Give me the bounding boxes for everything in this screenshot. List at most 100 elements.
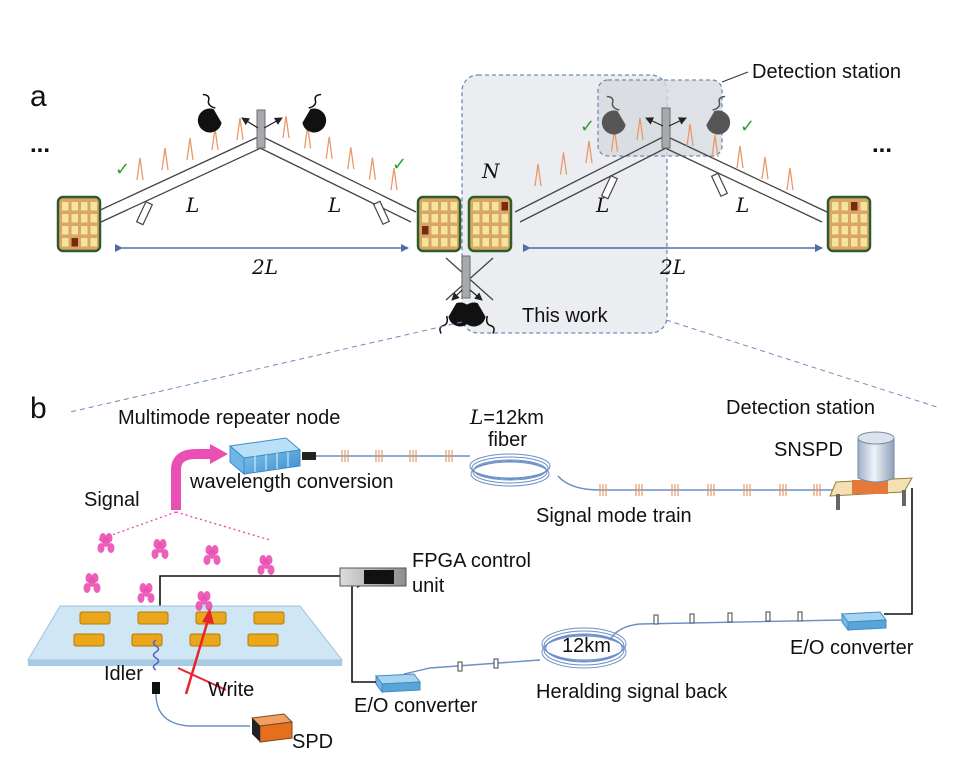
- L-label-3: L: [595, 193, 609, 217]
- detector-icons: [197, 93, 731, 334]
- snspd-icon: [829, 431, 913, 510]
- memory-chip: [467, 195, 513, 253]
- memory-pads: [73, 611, 285, 647]
- signal-mode-train-label: Signal mode train: [536, 505, 692, 527]
- mode-pulse: [341, 450, 349, 462]
- write-beam-head: [202, 608, 214, 624]
- memory-pad: [247, 633, 279, 647]
- pulse: [282, 115, 290, 139]
- fiber-spool-top: [469, 453, 551, 487]
- beam-splitters: [256, 107, 671, 299]
- memory-chip: [56, 195, 102, 253]
- pulse: [186, 137, 194, 161]
- write-beam: [184, 619, 210, 695]
- pulse: [325, 136, 333, 159]
- signal-label: Signal: [84, 489, 140, 511]
- pulse: [390, 167, 398, 191]
- fiber-label: fiber: [488, 429, 527, 451]
- ellipsis-right: ...: [872, 131, 892, 158]
- eo-converter-right-label: E/O converter: [790, 637, 914, 659]
- memory-pad: [73, 633, 105, 647]
- detection-station-leader: [721, 71, 749, 83]
- this-work-label: This work: [522, 305, 609, 327]
- N-label: N: [481, 159, 501, 183]
- two-L-label-left: 2L: [251, 255, 278, 279]
- mode-pulse: [375, 450, 383, 462]
- detector-icon: [706, 95, 731, 135]
- mode-pulse: [813, 484, 821, 496]
- multimode-repeater-node-label: Multimode repeater node: [118, 407, 340, 429]
- photon-icon: [195, 591, 213, 611]
- photon-icon: [83, 573, 101, 593]
- mode-pulse: [599, 484, 607, 496]
- memory-chip: [826, 195, 872, 253]
- panel-b-label: b: [30, 392, 47, 425]
- detector-icon: [197, 93, 222, 133]
- detector-icon: [461, 302, 495, 334]
- signal-dotted-left: [97, 511, 177, 541]
- mode-pulse: [635, 484, 643, 496]
- photon-icon: [97, 533, 115, 553]
- pulse: [236, 117, 244, 141]
- eo-converter-right-icon: [841, 611, 887, 632]
- fiber-spool-bottom: [541, 627, 627, 669]
- pulse: [711, 134, 719, 158]
- pulse: [736, 145, 744, 169]
- pulse: [534, 163, 542, 187]
- eo-converter-left-label: E/O converter: [354, 695, 478, 717]
- pulse: [686, 123, 694, 147]
- idler-fiber: [155, 693, 250, 727]
- signal-mode-pulses: [341, 450, 821, 496]
- check-mark-3: ✓: [580, 116, 595, 137]
- pulse: [161, 147, 169, 171]
- mode-pulse: [671, 484, 679, 496]
- idler-coupler: [152, 682, 160, 694]
- photon-icon: [257, 555, 275, 575]
- detector-arrows: [241, 117, 687, 301]
- memory-pad: [189, 633, 221, 647]
- write-beam-slash: [177, 667, 227, 691]
- fiber-links: [95, 136, 828, 301]
- memory-pad: [79, 611, 111, 625]
- signal-arrow-head: [210, 444, 228, 464]
- detection-station-label-b: Detection station: [726, 397, 875, 419]
- wavelength-conversion-label: wavelength conversion: [189, 471, 393, 493]
- pulse: [761, 156, 769, 180]
- fpga-label-line2: unit: [412, 575, 445, 597]
- heralding-pulses: [457, 611, 803, 672]
- heralding-fiber-length-label: 12km: [562, 635, 611, 657]
- photon-icon: [203, 545, 221, 565]
- pulse: [136, 157, 144, 181]
- signal-photon-icons: [83, 533, 275, 611]
- zoom-line-left: [69, 321, 463, 413]
- heralding-signal-back-label: Heralding signal back: [536, 681, 728, 703]
- zoom-line-right: [665, 319, 941, 409]
- check-mark-1: ✓: [115, 159, 130, 180]
- mode-pulse: [743, 484, 751, 496]
- memory-chips: [56, 195, 872, 253]
- pulse: [368, 157, 377, 180]
- fiber-length-label: L=12km: [469, 405, 544, 429]
- snspd-to-eo-line: [884, 488, 913, 615]
- pulse: [559, 152, 568, 175]
- signal-arrow: [171, 449, 212, 510]
- L-label-1: L: [185, 193, 199, 217]
- memory-pad: [131, 633, 163, 647]
- photon-icon: [151, 539, 169, 559]
- mode-pulse: [445, 450, 453, 462]
- photon-icon: [137, 583, 155, 603]
- fpga-to-chip-line: [159, 575, 340, 618]
- fpga-icon: [339, 567, 407, 587]
- signal-dotted-right: [175, 511, 271, 541]
- check-mark-2: ✓: [392, 154, 407, 175]
- memory-pad: [253, 611, 285, 625]
- heralding-fiber: [403, 619, 843, 675]
- memory-pad: [137, 611, 169, 625]
- detection-station-label-a: Detection station: [752, 61, 901, 83]
- mode-pulse: [409, 450, 417, 462]
- pulse: [585, 140, 593, 164]
- snspd-label: SNSPD: [774, 439, 843, 461]
- pulse: [786, 167, 794, 191]
- panel-a-label: a: [30, 80, 47, 113]
